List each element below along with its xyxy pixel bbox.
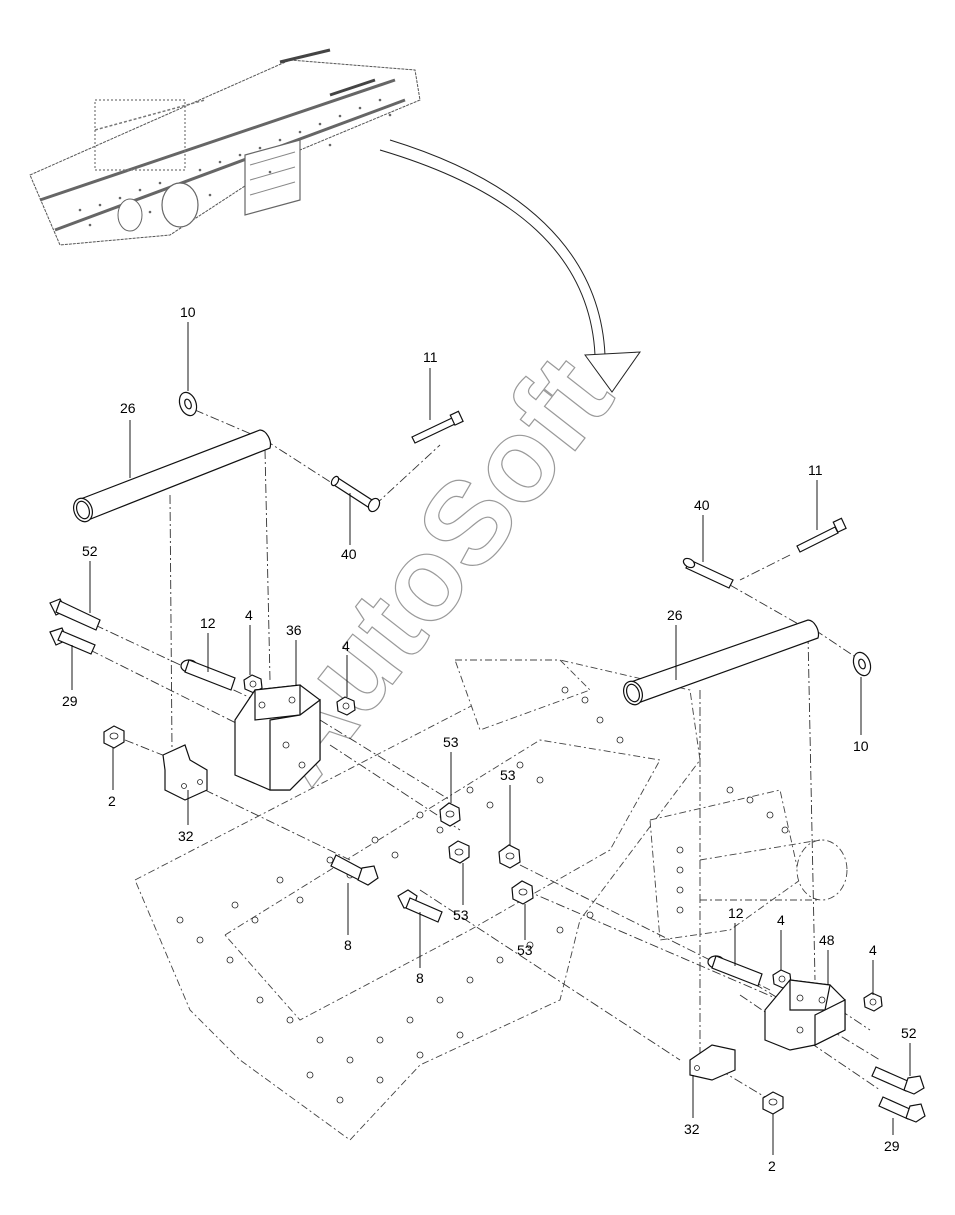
callout-11-right: 11: [808, 462, 823, 478]
nut-53-a: [439, 802, 461, 827]
callout-4-right-a: 4: [777, 912, 785, 928]
callout-4-left-a: 4: [245, 607, 253, 623]
nut-2-left: [103, 725, 125, 749]
bolt-29-left: [49, 627, 96, 655]
tube-26-right: [622, 619, 820, 706]
callout-10-left: 10: [180, 304, 196, 320]
bracket-36-left: [234, 684, 321, 791]
callout-26-left: 26: [120, 400, 136, 416]
clip-32-left: [162, 744, 208, 801]
callout-10-right: 10: [853, 738, 869, 754]
callout-4-left-b: 4: [342, 638, 350, 654]
nut-53-c: [498, 844, 521, 869]
callout-53-b: 53: [500, 767, 516, 783]
pin-40-left: [330, 475, 381, 513]
nut-53-d: [511, 880, 534, 905]
callout-32-left: 32: [178, 828, 194, 844]
bolt-29-right: [878, 1096, 926, 1123]
washer-10-left: [178, 391, 198, 417]
sleeve-12-right: [707, 955, 763, 987]
bracket-48-right: [764, 979, 846, 1051]
bolt-52-left: [49, 598, 101, 631]
callout-8-b: 8: [416, 970, 424, 986]
callout-53-d: 53: [517, 942, 533, 958]
frame-holes: [176, 686, 789, 1104]
callout-2-right: 2: [768, 1158, 776, 1174]
callout-11-left: 11: [423, 349, 438, 365]
callout-29-right: 29: [884, 1138, 900, 1154]
pin-40-right: [682, 557, 734, 589]
nut-4-left-a: [243, 674, 263, 694]
callout-numbers: 10 26 11 40 52 29 12 4 36 4 2 32 53 53 5…: [62, 304, 917, 1174]
callout-29-left: 29: [62, 693, 78, 709]
bolt-52-right: [871, 1066, 925, 1095]
callout-52-left: 52: [82, 543, 98, 559]
nut-4-left-b: [336, 696, 356, 716]
washer-10-right: [852, 651, 872, 677]
sleeve-12-left: [180, 659, 236, 691]
nut-53-b: [448, 840, 470, 864]
curved-arrow: [379, 139, 641, 393]
pin-11-left: [411, 410, 464, 444]
callout-4-right-b: 4: [869, 942, 877, 958]
callout-32-right: 32: [684, 1121, 700, 1137]
assembly-lines: [89, 409, 881, 1101]
bolt-8-a: [330, 854, 379, 886]
nut-4-right-b: [863, 992, 883, 1012]
tube-26-left: [72, 429, 272, 523]
vehicle-frame: [134, 659, 848, 1141]
callout-12-left: 12: [200, 615, 216, 631]
callout-40-right: 40: [694, 497, 710, 513]
pin-11-right: [796, 517, 847, 553]
callout-26-right: 26: [667, 607, 683, 623]
nut-2-right: [762, 1091, 784, 1115]
callout-53-a: 53: [443, 734, 459, 750]
leader-lines: [71, 322, 911, 1155]
callout-52-right: 52: [901, 1025, 917, 1041]
callout-36-left: 36: [286, 622, 302, 638]
callout-48-right: 48: [819, 932, 835, 948]
clip-32-right: [689, 1044, 736, 1081]
callout-40-left: 40: [341, 546, 357, 562]
callout-53-c: 53: [453, 907, 469, 923]
chassis-overview-thumbnail: [29, 48, 421, 246]
callout-12-right: 12: [728, 905, 744, 921]
bolt-8-b: [397, 889, 443, 923]
callout-2-left: 2: [108, 793, 116, 809]
callout-8-a: 8: [344, 937, 352, 953]
